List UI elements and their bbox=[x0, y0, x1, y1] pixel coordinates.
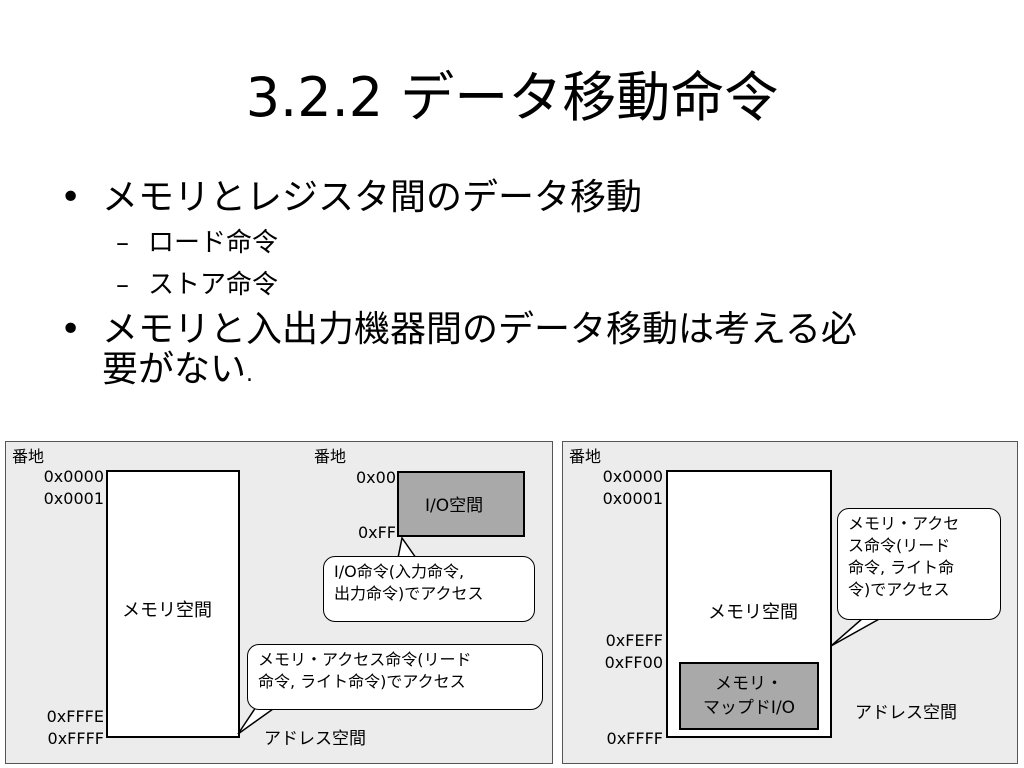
io-address-label: 0xFF bbox=[357, 523, 396, 542]
memory-space-label: メモリ空間 bbox=[122, 600, 212, 621]
sub-bullet-text: ロード命令 bbox=[148, 228, 279, 258]
io-address-label: 0x00 bbox=[355, 468, 396, 487]
callout-tails bbox=[237, 536, 418, 735]
io-access-callout: I/O命令(入力命令, 出力命令)でアクセス bbox=[323, 556, 535, 622]
address-label: 0x0000 bbox=[43, 467, 104, 486]
address-label: 0xFEFF bbox=[605, 631, 663, 650]
memory-space-box: メモリ空間 bbox=[106, 470, 240, 738]
io-address-heading: 番地 bbox=[314, 447, 347, 466]
memory-mapped-io-box: メモリ・ マップドI/O bbox=[679, 662, 819, 730]
bullet-text-line1: メモリと入出力機器間のデータ移動は考える必 bbox=[102, 309, 857, 350]
address-label: 0x0000 bbox=[602, 467, 663, 486]
callout-line: 命令, ライト命 bbox=[848, 558, 955, 577]
io-space-box: I/O空間 bbox=[397, 471, 525, 537]
sub-bullet-text: ストア命令 bbox=[148, 270, 279, 300]
bullet-dot-icon: • bbox=[60, 177, 82, 218]
isolated-io-diagram: 番地 0x0000 0x0001 0xFFFE 0xFFFF メモリ空間 番地 … bbox=[5, 441, 553, 764]
address-label: 0xFFFF bbox=[47, 729, 104, 748]
io-callout-tail bbox=[397, 536, 418, 559]
callout-line: ス命令(リード bbox=[848, 536, 951, 555]
memory-access-callout: メモリ・アクセス命令(リード 命令, ライト命令)でアクセス bbox=[247, 644, 543, 710]
memory-access-callout: メモリ・アクセ ス命令(リード 命令, ライト命 令)でアクセス bbox=[837, 508, 1001, 620]
callout-line: 令)でアクセス bbox=[848, 580, 950, 599]
callout-line: 出力命令)でアクセス bbox=[334, 584, 484, 603]
io-space-label: I/O空間 bbox=[425, 496, 484, 516]
mapped-io-label-line: メモリ・ bbox=[715, 674, 783, 694]
address-heading: 番地 bbox=[569, 447, 602, 466]
memory-access-callout-tail bbox=[830, 617, 884, 647]
address-label: 0xFFFE bbox=[46, 707, 104, 726]
sub-bullet-item: – ストア命令 bbox=[60, 268, 960, 302]
mapped-io-label-line: マップドI/O bbox=[702, 698, 796, 718]
bullet-list: • メモリとレジスタ間のデータ移動 – ロード命令 – ストア命令 • メモリと… bbox=[60, 178, 960, 399]
memory-mapped-io-diagram: 番地 0x0000 0x0001 0xFEFF 0xFF00 0xFFFF メモ… bbox=[562, 441, 1018, 764]
address-space-label: アドレス空間 bbox=[855, 703, 957, 723]
address-label: 0x0001 bbox=[43, 489, 104, 508]
bullet-item: • メモリとレジスタ間のデータ移動 bbox=[60, 178, 960, 218]
address-space-label: アドレス空間 bbox=[264, 729, 366, 749]
memory-space-label: メモリ空間 bbox=[708, 602, 798, 623]
callout-line: メモリ・アクセス命令(リード bbox=[258, 650, 472, 669]
bullet-item: • メモリと入出力機器間のデータ移動は考える必 要がない. bbox=[60, 310, 960, 395]
callout-line: I/O命令(入力命令, bbox=[334, 562, 465, 581]
dash-icon: – bbox=[116, 228, 129, 258]
bullet-dot-icon: • bbox=[60, 309, 82, 350]
address-label: 0x0001 bbox=[602, 489, 663, 508]
address-label: 0xFFFF bbox=[606, 729, 663, 748]
callout-line: メモリ・アクセ bbox=[848, 514, 960, 533]
address-label: 0xFF00 bbox=[604, 653, 663, 672]
slide-title: 3.2.2 データ移動命令 bbox=[245, 66, 779, 129]
bullet-text: メモリとレジスタ間のデータ移動 bbox=[102, 177, 643, 218]
sub-bullet-item: – ロード命令 bbox=[60, 226, 960, 260]
bullet-text-line2: 要がない bbox=[102, 349, 247, 390]
dash-icon: – bbox=[116, 270, 129, 300]
bullet-period: . bbox=[246, 362, 254, 387]
callout-line: 命令, ライト命令)でアクセス bbox=[258, 672, 466, 691]
address-heading: 番地 bbox=[12, 447, 45, 466]
